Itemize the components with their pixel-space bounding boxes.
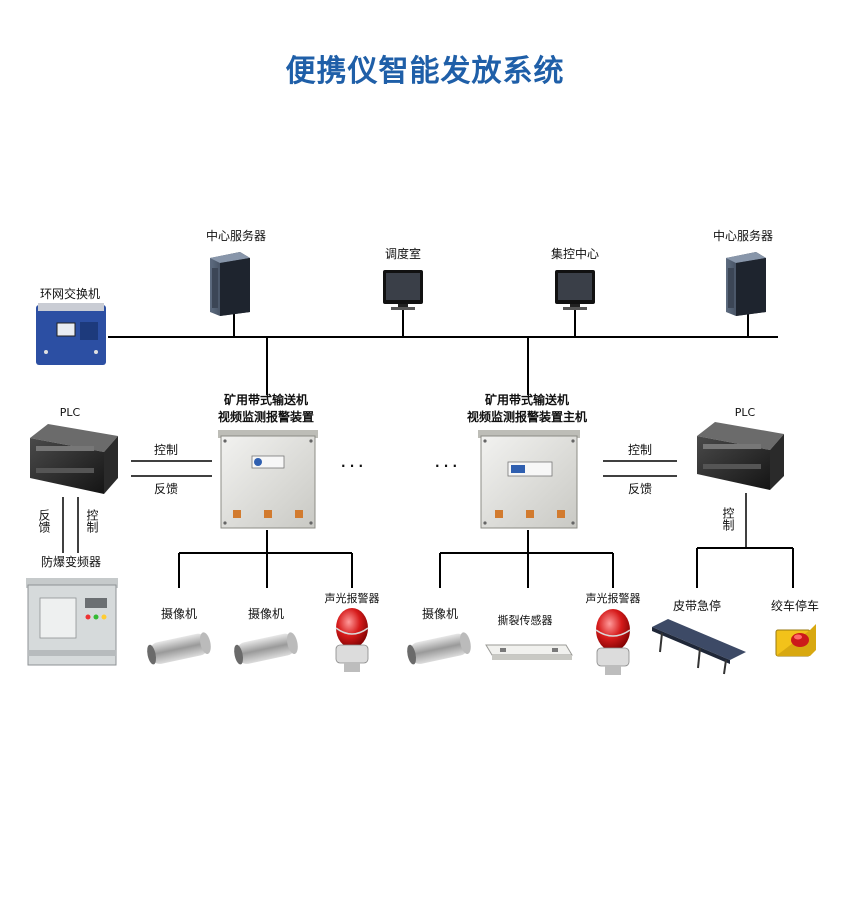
control-vertical-label-right: 控制	[721, 507, 735, 531]
plc-module-icon	[697, 422, 784, 490]
svg-text:反馈: 反馈	[37, 509, 51, 534]
monitor-icon	[383, 270, 423, 310]
feedback-vertical-label: 反馈	[37, 509, 51, 534]
svg-text:控制: 控制	[721, 507, 735, 531]
plc-module-icon	[30, 424, 118, 494]
plc-left-label: PLC	[60, 406, 81, 419]
emergency-stop-button-icon	[775, 624, 816, 657]
winch-stop-label: 绞车停车	[771, 598, 819, 613]
conveyor-belt-icon	[652, 619, 746, 675]
device-right-title-1: 矿用带式输送机	[485, 392, 569, 407]
tear-sensor-icon	[485, 644, 573, 660]
belt-stop-label: 皮带急停	[673, 598, 721, 613]
inverter-label: 防爆变频器	[41, 554, 101, 569]
page-title: 便携仪智能发放系统	[285, 54, 565, 89]
camera-housing-icon	[234, 632, 298, 665]
camera-housing-icon	[147, 632, 211, 665]
explosion-proof-inverter-icon	[26, 578, 118, 666]
camera1-label: 摄像机	[161, 606, 197, 621]
tear-sensor-label: 撕裂传感器	[498, 613, 553, 627]
plc-right-label: PLC	[735, 406, 756, 419]
server-left-label: 中心服务器	[206, 228, 266, 243]
camera-housing-icon	[407, 632, 471, 665]
dispatch-room-label: 调度室	[385, 246, 421, 261]
alarm1-label: 声光报警器	[325, 591, 380, 605]
ring-switch-label: 环网交换机	[40, 286, 100, 301]
explosion-proof-enclosure-icon	[218, 430, 318, 529]
server-tower-icon	[210, 252, 250, 316]
connection-lines	[62, 309, 794, 588]
camera2-label: 摄像机	[248, 606, 284, 621]
explosion-proof-enclosure-icon	[478, 430, 580, 529]
feedback-right-label: 反馈	[628, 482, 652, 496]
feedback-left-label: 反馈	[154, 482, 178, 496]
control-left-label: 控制	[154, 443, 178, 457]
ellipsis-left: · · ·	[341, 459, 363, 473]
control-vertical-label: 控制	[85, 509, 99, 533]
device-left-title-2: 视频监测报警装置	[218, 409, 314, 424]
device-left-title-1: 矿用带式输送机	[224, 392, 308, 407]
beacon-alarm-icon	[595, 609, 631, 675]
device-right-title-2: 视频监测报警装置主机	[467, 409, 587, 424]
camera3-label: 摄像机	[422, 606, 458, 621]
monitor-icon	[555, 270, 595, 310]
server-right-label: 中心服务器	[713, 228, 773, 243]
svg-text:控制: 控制	[85, 509, 99, 533]
alarm2-label: 声光报警器	[586, 591, 641, 605]
server-tower-icon	[726, 252, 766, 316]
beacon-alarm-icon	[335, 608, 369, 672]
control-center-label: 集控中心	[551, 246, 599, 261]
ring-network-switch-icon	[36, 303, 106, 365]
ellipsis-right: · · ·	[435, 459, 457, 473]
control-right-label: 控制	[628, 443, 652, 457]
